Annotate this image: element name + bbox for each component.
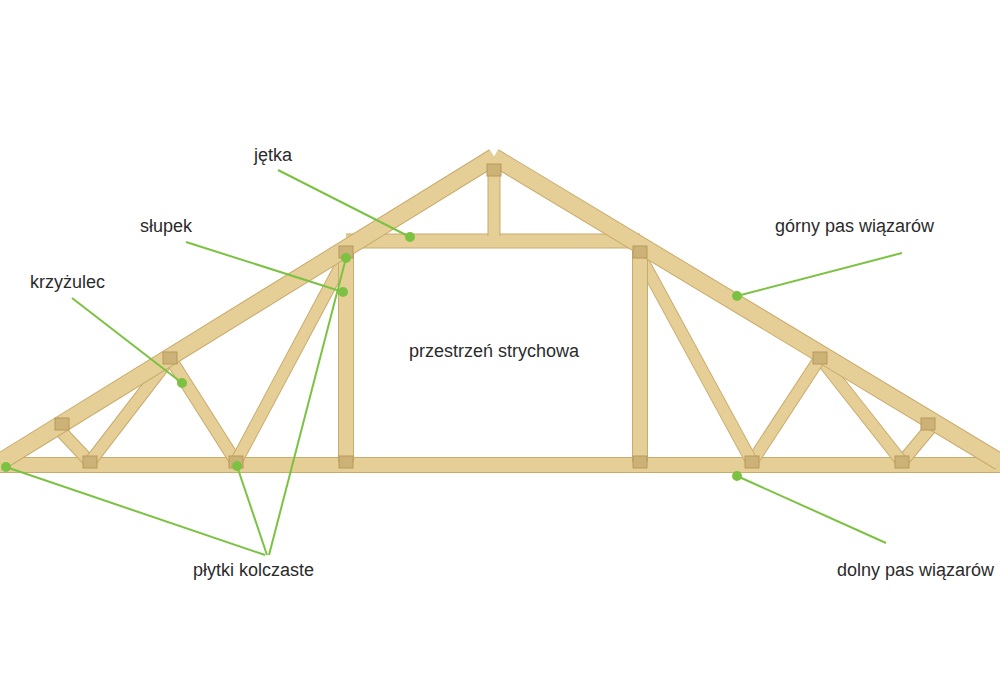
- leader-line: [737, 253, 902, 296]
- collar-beam-label: jętka: [254, 145, 292, 167]
- truss-members: [0, 157, 1000, 465]
- leader-dot: [178, 379, 186, 387]
- nail-plate: [633, 246, 647, 258]
- nail-plate: [633, 456, 647, 468]
- truss-member: [633, 250, 647, 462]
- nail-plates-label: płytki kolczaste: [193, 560, 314, 582]
- nail-plate: [487, 164, 501, 176]
- leader-lines: [2, 170, 902, 555]
- attic-space-label: przestrzeń strychowa: [409, 341, 579, 363]
- leader-line: [278, 170, 410, 237]
- leader-line: [269, 258, 346, 555]
- nail-plate: [921, 418, 935, 430]
- leader-line: [737, 476, 886, 543]
- leader-line: [6, 467, 265, 555]
- nail-plate: [163, 352, 177, 364]
- truss-member: [632, 250, 648, 462]
- leader-dot: [2, 463, 10, 471]
- nail-plate: [813, 352, 827, 364]
- leader-line: [237, 466, 267, 555]
- truss-member: [752, 358, 820, 462]
- nail-plate: [339, 456, 353, 468]
- truss-member: [0, 157, 494, 462]
- post-label: słupek: [140, 216, 192, 238]
- nail-plate: [55, 418, 69, 430]
- truss-member: [752, 358, 820, 462]
- nail-plate: [745, 456, 759, 468]
- leader-line: [72, 298, 182, 383]
- nail-plates: [55, 164, 935, 468]
- truss-member: [170, 358, 236, 462]
- truss-member: [494, 157, 1000, 462]
- leader-dot: [406, 233, 414, 241]
- top-chord-label: górny pas wiązarów: [775, 216, 934, 238]
- nail-plate: [895, 456, 909, 468]
- leader-dot: [733, 472, 741, 480]
- leader-dot: [342, 254, 350, 262]
- truss-member: [0, 457, 1000, 473]
- bottom-chord-label: dolny pas wiązarów: [837, 560, 994, 582]
- leader-line: [186, 242, 343, 292]
- truss-member: [0, 157, 494, 462]
- diagonal-label: krzyżulec: [30, 272, 105, 294]
- truss-member: [0, 458, 1000, 472]
- truss-member: [488, 162, 501, 236]
- truss-member: [339, 250, 353, 462]
- nail-plate: [83, 456, 97, 468]
- leader-dot: [339, 288, 347, 296]
- leader-dot: [733, 292, 741, 300]
- truss-member: [170, 358, 236, 462]
- truss-member: [494, 157, 1000, 462]
- leader-dot: [233, 462, 241, 470]
- truss-member: [346, 235, 640, 248]
